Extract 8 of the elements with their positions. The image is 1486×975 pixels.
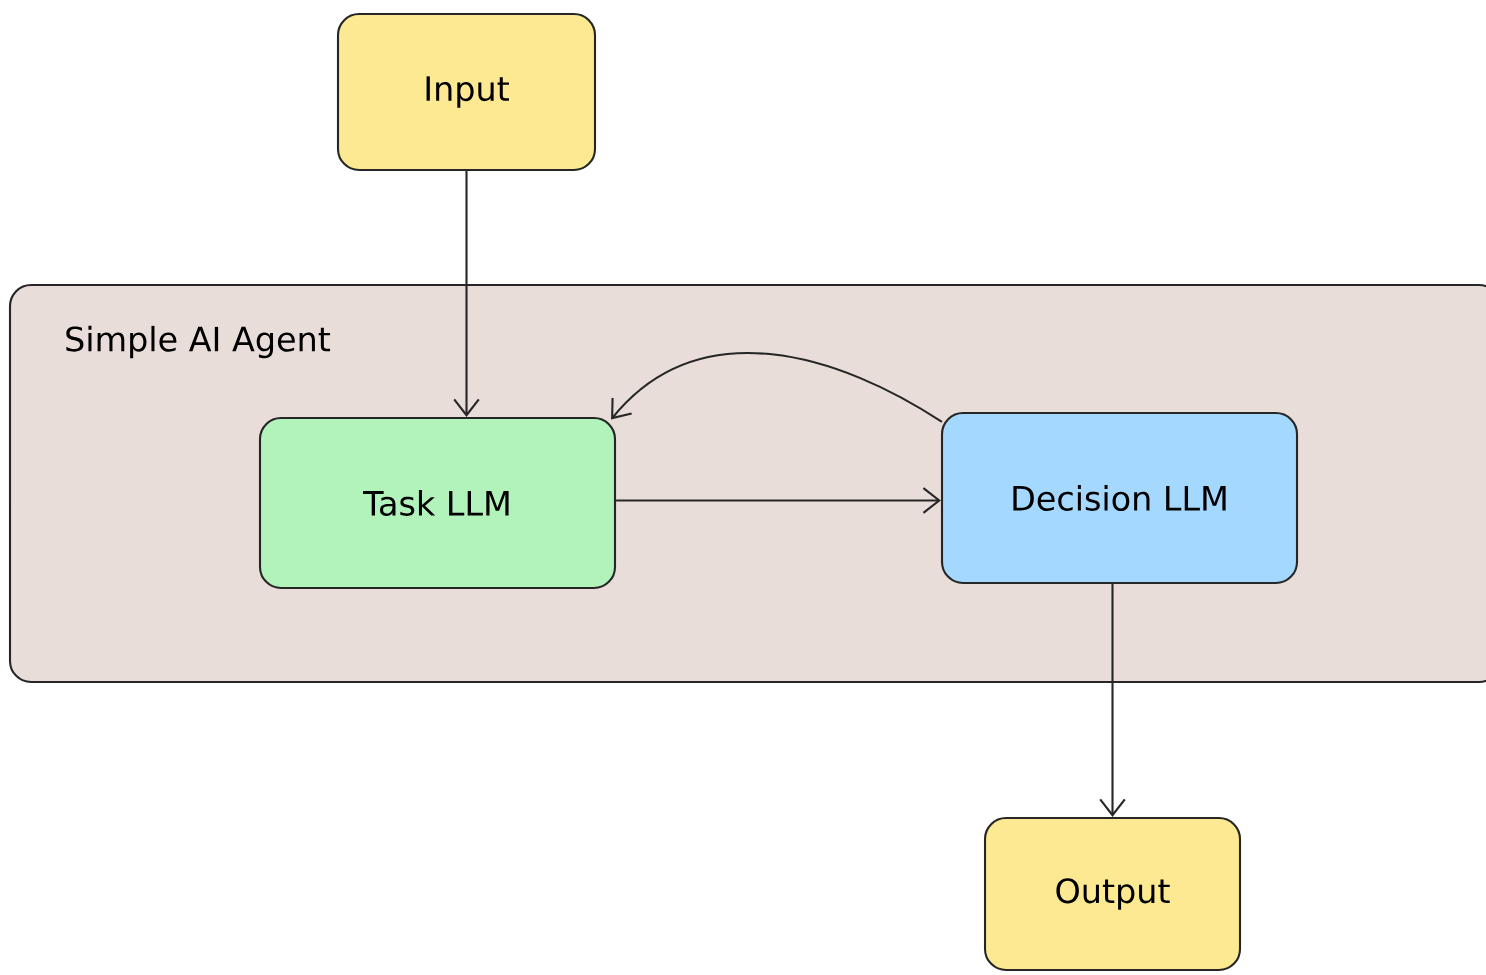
- input-box: Input: [336, 12, 597, 172]
- output-box: Output: [983, 816, 1242, 972]
- arrow: [611, 352, 943, 423]
- arrow: [1099, 584, 1126, 817]
- process-box: Task LLM: [258, 416, 617, 590]
- arrow: [453, 171, 480, 417]
- process-box: Decision LLM: [940, 411, 1299, 585]
- arrow: [616, 487, 941, 514]
